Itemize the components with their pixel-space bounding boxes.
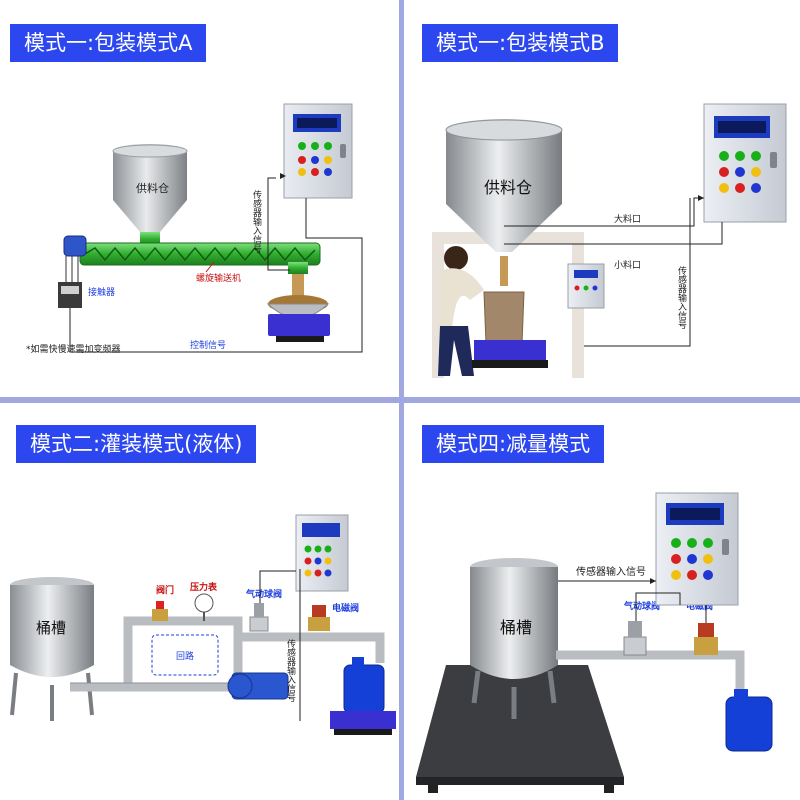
diagram-packaging-b: 供料仓 [404,0,800,397]
note-text: *如需快慢速需加变频器 [26,343,121,355]
control-cabinet [656,493,738,605]
control-cabinet [284,104,352,198]
sensor-signal-label: 传感器输入信号 [251,189,262,254]
scale [268,295,330,342]
sensor-signal-label: 传感器输入信号 [285,638,296,703]
panel-packaging-b: 模式一:包装模式B 供料仓 [404,0,800,397]
ball-valve-label: 气动球阀 [245,588,282,600]
solenoid-valve [694,623,718,655]
sensor-signal-label: 传感器输入信号 [676,265,687,330]
panel-loss-in-weight: 模式四:减量模式 桶槽 [404,403,800,800]
loop-label: 回路 [176,650,194,662]
screw-label: 螺旋输送机 [196,272,241,284]
bag [484,256,524,344]
pump [228,673,288,699]
solenoid-valve [308,605,330,631]
jerrycan [726,689,772,751]
pneumatic-valve [250,603,268,631]
gauge-label: 压力表 [190,581,218,593]
control-cabinet [704,104,786,222]
big-port-label: 大料口 [614,213,641,225]
pipes [70,621,380,687]
sensor-signal-label: 传感器输入信号 [576,565,646,578]
contactor [58,256,82,308]
jerrycan [344,657,384,713]
hopper-label: 供料仓 [484,178,532,197]
ball-valve-label: 气动球阀 [623,600,660,612]
tank [10,577,94,721]
diagram-loss-in-weight: 桶槽 气动球阀 电磁阀 [404,403,800,800]
small-indicator [568,264,604,308]
hopper-label: 供料仓 [136,181,169,195]
pneumatic-valve [624,621,646,655]
diagram-filling: 桶槽 回路 阀门 压力表 [0,403,399,800]
valve-label: 阀门 [156,584,174,596]
screw-conveyor [64,232,320,274]
diagram-packaging-a: 供料仓 螺旋输送机 [0,0,399,397]
panel-packaging-a: 模式一:包装模式A 供料仓 [0,0,399,397]
manual-valve [152,601,168,621]
tank-label: 桶槽 [36,619,66,637]
scale [330,711,396,735]
solenoid-label: 电磁阀 [332,602,359,614]
contactor-label: 接触器 [88,286,115,298]
small-port-label: 小料口 [614,259,641,271]
control-signal-label: 控制信号 [190,339,226,351]
tank-label: 桶槽 [500,618,532,637]
control-cabinet [296,515,348,591]
floor-scale [416,665,624,793]
material-stream [292,274,304,296]
panel-filling-liquid: 模式二:灌装模式(液体) 桶槽 [0,403,399,800]
scale [472,340,548,368]
